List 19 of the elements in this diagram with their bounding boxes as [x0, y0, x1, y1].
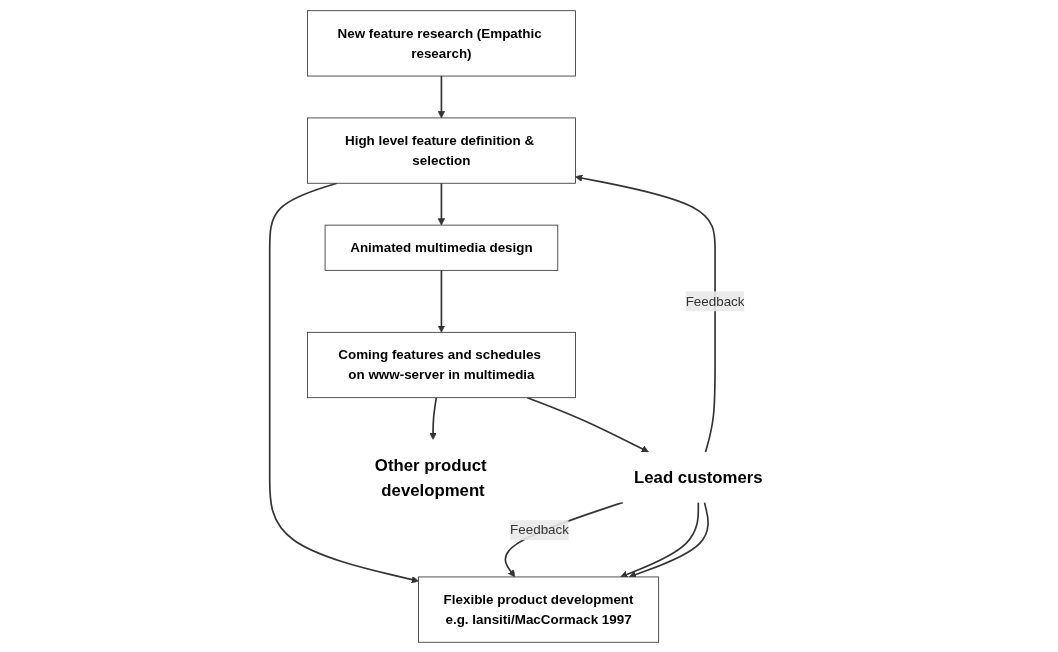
- node-text: Other product development: [375, 454, 487, 499]
- arrow: [526, 396, 650, 452]
- arrow: [438, 269, 446, 333]
- arrow: [438, 74, 446, 118]
- arrow: [504, 501, 625, 577]
- arrow: [438, 181, 446, 225]
- arrow: [629, 501, 710, 578]
- arrow: [575, 174, 717, 453]
- node-text: Lead customers: [634, 467, 763, 486]
- node-box: Flexible product development e.g. Iansiti/MacCormack 1997: [418, 576, 660, 643]
- arrow: [429, 396, 438, 440]
- node-box: New feature research (Empathic research): [307, 9, 577, 76]
- edge-label: Feedback: [510, 522, 570, 537]
- node-box: Animated multimedia design: [324, 224, 559, 271]
- edge-label: Feedback: [685, 293, 745, 308]
- arrow: [269, 181, 420, 583]
- arrow: [620, 501, 700, 578]
- node-box: High level feature definition & selection: [307, 117, 577, 184]
- node-box: Coming features and schedules on www-server in multimedia: [307, 331, 577, 398]
